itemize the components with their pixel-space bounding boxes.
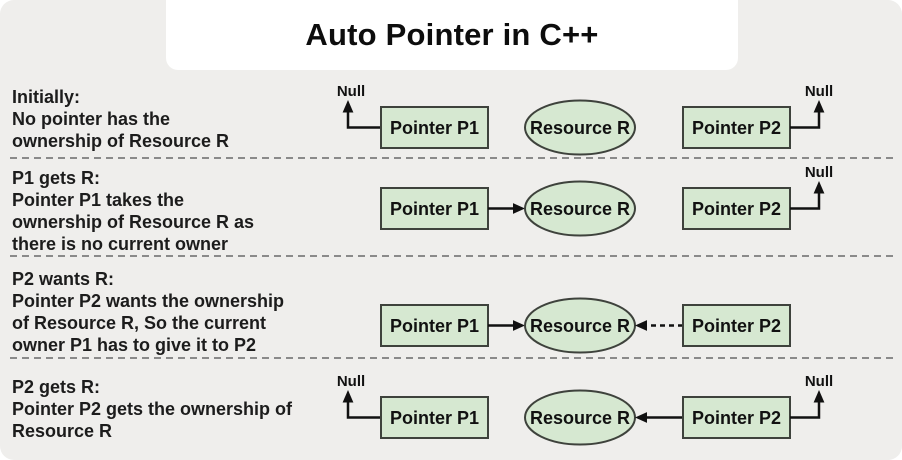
page-title: Auto Pointer in C++ [305,17,599,52]
null-label: Null [805,373,833,390]
pointer-p2-label: Pointer P2 [692,408,781,428]
pointer-p2-label: Pointer P2 [692,199,781,219]
row-text-line: ownership of Resource R as [12,212,255,232]
row-heading: P2 gets R: [12,377,101,397]
resource-label: Resource R [530,199,630,219]
pointer-p2-label: Pointer P2 [692,316,781,336]
null-indicator-p2: Null [790,164,833,210]
pointer-p2-box [682,187,791,230]
pointer-p1-box [380,106,489,149]
row-initially: Initially: No pointer has the ownership … [0,72,902,157]
ownership-arrow-p1-to-resource [488,320,525,331]
pointer-p1-node: Pointer P1 [380,187,489,230]
row-caption: Initially: No pointer has the ownership … [12,86,229,152]
pointer-p2-node: Pointer P2 [682,304,791,347]
pointer-p2-node: Pointer P2 [682,396,791,439]
resource-ellipse [524,99,636,156]
row-divider [10,357,894,359]
null-indicator-p1: Null [337,373,381,419]
null-connector-line [790,402,821,419]
row-divider [10,157,894,159]
pointer-p2-label: Pointer P2 [692,118,781,138]
null-label: Null [337,373,365,390]
row-divider [10,255,894,257]
diagram-row-p1-gets-r: Pointer P1 Resource R Pointer P2 Null [380,164,833,237]
diagram-row-initially: Null Pointer P1 Resource R Pointer P2 Nu… [337,83,833,156]
pointer-p1-node: Pointer P1 [380,396,489,439]
null-connector-line [346,402,381,419]
arrow-up-icon [342,100,354,113]
pointer-p2-box [682,106,791,149]
arrow-up-icon [813,100,825,113]
pointer-p1-label: Pointer P1 [390,408,479,428]
row-text-line: owner P1 has to give it to P2 [12,335,257,355]
row-text-line: Pointer P1 takes the [12,190,185,210]
pointer-p1-label: Pointer P1 [390,199,479,219]
row-heading: P2 wants R: [12,269,115,289]
row-caption: P1 gets R: Pointer P1 takes the ownershi… [12,167,254,255]
row-caption: P2 wants R: Pointer P2 wants the ownersh… [12,268,284,356]
resource-node: Resource R [524,99,636,156]
diagram-row-p2-wants-r: Pointer P1 Resource R Pointer P2 [380,297,791,354]
row-p2-gets-r: P2 gets R: Pointer P2 gets the ownership… [0,360,902,460]
pointer-p1-label: Pointer P1 [390,118,479,138]
row-p1-gets-r: P1 gets R: Pointer P1 takes the ownershi… [0,159,902,255]
row-text-line: ownership of Resource R [12,131,230,151]
pointer-p1-label: Pointer P1 [390,316,479,336]
ownership-arrow-p2-to-resource [635,412,683,423]
null-label: Null [805,164,833,181]
null-indicator-p2: Null [790,83,833,129]
pointer-p1-box [380,396,489,439]
row-heading: Initially: [12,87,81,107]
null-indicator-p2: Null [790,373,833,419]
arrow-up-icon [813,390,825,403]
arrow-right-icon [513,203,525,214]
arrow-left-icon [635,412,647,423]
row-heading: P1 gets R: [12,168,101,188]
row-text-line: there is no current owner [12,234,229,254]
null-indicator-p1: Null [337,83,381,129]
pointer-p2-box [682,304,791,347]
ownership-arrow-p1-to-resource [488,203,525,214]
arrow-left-icon [635,320,647,331]
pointer-p1-node: Pointer P1 [380,304,489,347]
resource-label: Resource R [530,118,630,138]
pointer-p1-box [380,304,489,347]
null-connector-line [790,112,821,129]
null-label: Null [337,83,365,100]
row-text-line: of Resource R, So the current [12,313,267,333]
pointer-p2-node: Pointer P2 [682,187,791,230]
row-text-line: No pointer has the [12,109,171,129]
row-caption: P2 gets R: Pointer P2 gets the ownership… [12,376,292,442]
resource-node: Resource R [524,180,636,237]
null-label: Null [805,83,833,100]
arrow-up-icon [342,390,354,403]
null-connector-line [790,193,821,210]
pointer-p1-node: Pointer P1 [380,106,489,149]
row-text-line: Resource R [12,421,113,441]
null-connector-line [346,112,381,129]
pointer-p1-box [380,187,489,230]
resource-node: Resource R [524,297,636,354]
resource-node: Resource R [524,389,636,446]
row-text-line: Pointer P2 wants the ownership [12,291,285,311]
row-p2-wants-r: P2 wants R: Pointer P2 wants the ownersh… [0,258,902,357]
title-box: Auto Pointer in C++ [166,0,738,70]
resource-label: Resource R [530,408,630,428]
diagram-row-p2-gets-r: Null Pointer P1 Resource R Pointer P2 [337,373,833,446]
arrow-up-icon [813,181,825,194]
resource-ellipse [524,180,636,237]
pointer-p2-node: Pointer P2 [682,106,791,149]
resource-label: Resource R [530,316,630,336]
row-text-line: Pointer P2 gets the ownership of [12,399,293,419]
request-arrow-p2-to-resource [635,320,683,331]
arrow-right-icon [513,320,525,331]
pointer-p2-box [682,396,791,439]
